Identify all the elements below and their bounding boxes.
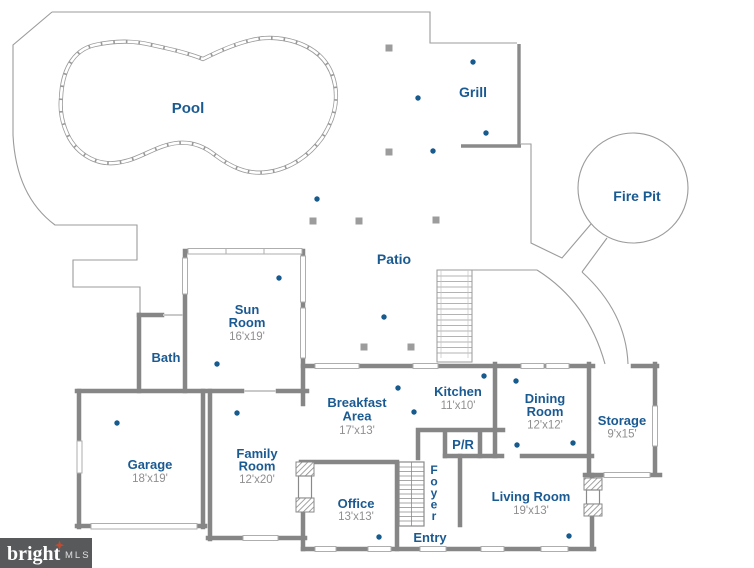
breakfast-label-1: Breakfast <box>327 395 387 410</box>
logo-suffix-text: MLS <box>65 550 91 561</box>
breakfast-dims: 17'x13' <box>339 425 375 437</box>
room-labels: Pool Grill Fire Pit Patio Sun Room 16'x1… <box>128 84 661 545</box>
storage-label: Storage <box>598 413 646 428</box>
living-room-dims: 19'x13' <box>513 505 549 517</box>
dining-label-2: Room <box>527 404 564 419</box>
office-dims: 13'x13' <box>338 511 374 523</box>
dining-label-1: Dining <box>525 391 565 406</box>
patio-label: Patio <box>377 251 411 267</box>
windows <box>76 248 658 552</box>
bath-label: Bath <box>152 350 181 365</box>
garage-label: Garage <box>128 457 173 472</box>
kitchen-dims: 11'x10' <box>441 400 476 412</box>
foyer-letter-4: e <box>431 498 438 512</box>
breakfast-label-2: Area <box>343 409 373 424</box>
grill-wall <box>461 44 521 148</box>
column-post-markers <box>309 44 440 351</box>
pool-shape <box>58 35 339 175</box>
family-room-label-2: Room <box>239 459 276 474</box>
garage-dims: 18'x19' <box>132 473 168 485</box>
fireplace-family <box>295 461 315 513</box>
sun-room-dims: 16'x19' <box>229 331 265 343</box>
family-room-label-1: Family <box>236 446 278 461</box>
fireplace-living <box>583 477 603 517</box>
powder-room-label: P/R <box>452 437 474 452</box>
logo-star-icon <box>54 540 65 550</box>
kitchen-label: Kitchen <box>434 384 482 399</box>
patio-outline <box>12 11 629 365</box>
foyer-letter-3: y <box>431 486 438 500</box>
recessed-light-markers <box>114 59 576 540</box>
office-label: Office <box>338 496 375 511</box>
dining-dims: 12'x12' <box>527 420 563 432</box>
foyer-stairs <box>398 461 425 527</box>
brightmls-logo: bright MLS <box>0 538 92 568</box>
grill-label: Grill <box>459 84 487 100</box>
entry-label: Entry <box>413 530 447 545</box>
foyer-letter-2: o <box>430 475 437 489</box>
sun-room-label-2: Room <box>229 315 266 330</box>
foyer-letter-5: r <box>432 509 437 523</box>
doors <box>163 314 447 552</box>
fire-pit-label: Fire Pit <box>613 188 661 204</box>
fire-pit-circle <box>577 132 689 244</box>
logo-brand-text: bright <box>7 543 61 565</box>
pool-label: Pool <box>172 100 205 117</box>
foyer-letter-1: F <box>430 463 437 477</box>
patio-stairs <box>436 269 473 363</box>
living-room-label: Living Room <box>492 489 571 504</box>
sun-room-label-1: Sun <box>235 302 260 317</box>
storage-dims: 9'x15' <box>607 429 636 441</box>
family-room-dims: 12'x20' <box>239 474 275 486</box>
